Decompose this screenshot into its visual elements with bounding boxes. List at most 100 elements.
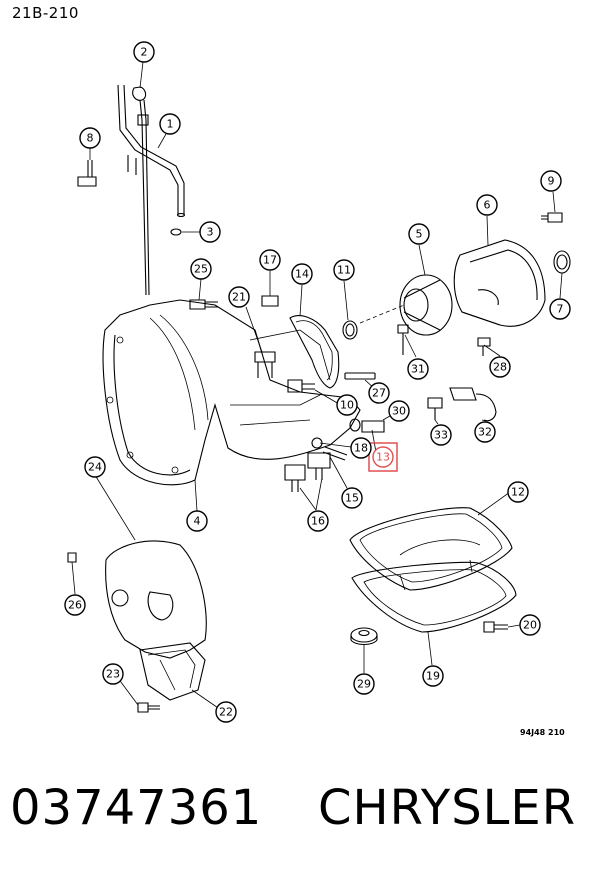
callout-21: 21 [228, 286, 250, 308]
svg-text:28: 28 [493, 361, 507, 374]
callout-11: 11 [333, 259, 355, 281]
seal-7-drawing [553, 250, 571, 274]
svg-text:8: 8 [87, 132, 94, 145]
plate-24-drawing [105, 540, 207, 659]
callout-8: 8 [79, 127, 101, 149]
callout-13-highlight: 13 [368, 442, 398, 472]
callout-29: 29 [353, 673, 375, 695]
callout-3: 3 [199, 221, 221, 243]
svg-text:5: 5 [416, 228, 423, 241]
brand-name: CHRYSLER [318, 780, 577, 836]
part-number: 03747361 [10, 780, 263, 836]
svg-text:12: 12 [511, 486, 525, 499]
svg-text:17: 17 [263, 254, 277, 267]
callout-32: 32 [474, 421, 496, 443]
fittings-16-drawing [284, 452, 331, 492]
callout-10: 10 [336, 394, 358, 416]
bracket-22-drawing [139, 642, 206, 701]
svg-text:9: 9 [548, 175, 555, 188]
svg-text:33: 33 [434, 429, 448, 442]
bolt-23-drawing [137, 702, 160, 713]
callout-9: 9 [540, 170, 562, 192]
callout-14: 14 [291, 263, 313, 285]
svg-text:10: 10 [340, 399, 354, 412]
callout-23: 23 [102, 663, 124, 685]
callout-27: 27 [368, 382, 390, 404]
bolt-28-drawing [477, 337, 491, 356]
svg-text:19: 19 [426, 670, 440, 683]
plug-13-drawing [361, 420, 385, 433]
housing-6-drawing [453, 239, 546, 327]
svg-text:1: 1 [167, 118, 174, 131]
svg-text:29: 29 [357, 678, 371, 691]
callout-18: 18 [350, 437, 372, 459]
callout-22: 22 [215, 701, 237, 723]
callout-16: 16 [307, 510, 329, 532]
svg-text:11: 11 [337, 264, 351, 277]
svg-text:15: 15 [345, 492, 359, 505]
callout-13: 13 [376, 451, 390, 464]
callout-1: 1 [159, 113, 181, 135]
callout-6: 6 [476, 194, 498, 216]
svg-text:26: 26 [68, 599, 82, 612]
dipstick-drawing [132, 86, 150, 296]
fitting-21-drawing [254, 351, 276, 378]
svg-text:32: 32 [478, 426, 492, 439]
callout-4: 4 [186, 510, 208, 532]
footer: 03747361 CHRYSLER [0, 780, 600, 880]
svg-text:6: 6 [484, 199, 491, 212]
svg-text:23: 23 [106, 668, 120, 681]
callout-25: 25 [190, 258, 212, 280]
oil-pan-19-drawing [351, 539, 517, 633]
callout-7: 7 [549, 298, 571, 320]
svg-text:2: 2 [141, 46, 148, 59]
svg-text:7: 7 [557, 303, 564, 316]
plug-17-drawing [261, 295, 279, 307]
svg-text:4: 4 [194, 515, 201, 528]
nut-26-drawing [67, 552, 77, 563]
callout-28: 28 [489, 356, 511, 378]
callout-30: 30 [388, 400, 410, 422]
exploded-parts-diagram: 1 2 3 4 5 6 7 8 9 10 11 12 13 14 15 16 1… [64, 41, 571, 723]
pan-gasket-12-drawing [349, 507, 513, 591]
svg-text:24: 24 [88, 461, 102, 474]
sensor-33-drawing [427, 397, 443, 420]
svg-text:22: 22 [219, 706, 233, 719]
transmission-case-drawing [102, 299, 361, 486]
callout-31: 31 [407, 358, 429, 380]
callout-33: 33 [430, 424, 452, 446]
stud-31-drawing [397, 324, 409, 355]
dipstick-tube-drawing [117, 84, 186, 218]
diagram-title: 21B-210 [12, 4, 79, 22]
svg-text:18: 18 [354, 442, 368, 455]
callout-2: 2 [133, 41, 155, 63]
callout-5: 5 [408, 223, 430, 245]
svg-text:3: 3 [207, 226, 214, 239]
o-ring-3-drawing [170, 228, 182, 236]
callout-24: 24 [84, 456, 106, 478]
svg-text:14: 14 [295, 268, 309, 281]
sensor-32-drawing [449, 387, 497, 422]
stud-27-drawing [344, 372, 376, 380]
callout-20: 20 [519, 614, 541, 636]
callout-15: 15 [341, 487, 363, 509]
callout-19: 19 [422, 665, 444, 687]
svg-text:31: 31 [411, 363, 425, 376]
plug-10-drawing [287, 379, 315, 393]
bolt-9-drawing [541, 212, 563, 223]
svg-text:21: 21 [232, 291, 246, 304]
bolt-25-drawing [189, 299, 218, 310]
leader-lines [71, 61, 563, 713]
callout-26: 26 [64, 594, 86, 616]
ring-30-drawing [349, 418, 361, 432]
bolt-20-drawing [483, 621, 508, 633]
svg-text:30: 30 [392, 405, 406, 418]
washer-29-drawing [350, 627, 378, 646]
callout-17: 17 [259, 249, 281, 271]
bolt-8-drawing [77, 160, 97, 187]
seal-11-drawing [342, 320, 358, 340]
gasket-14-drawing [289, 315, 340, 389]
svg-text:16: 16 [311, 515, 325, 528]
figure-code: 94J48 210 [520, 728, 565, 737]
callout-12: 12 [507, 481, 529, 503]
